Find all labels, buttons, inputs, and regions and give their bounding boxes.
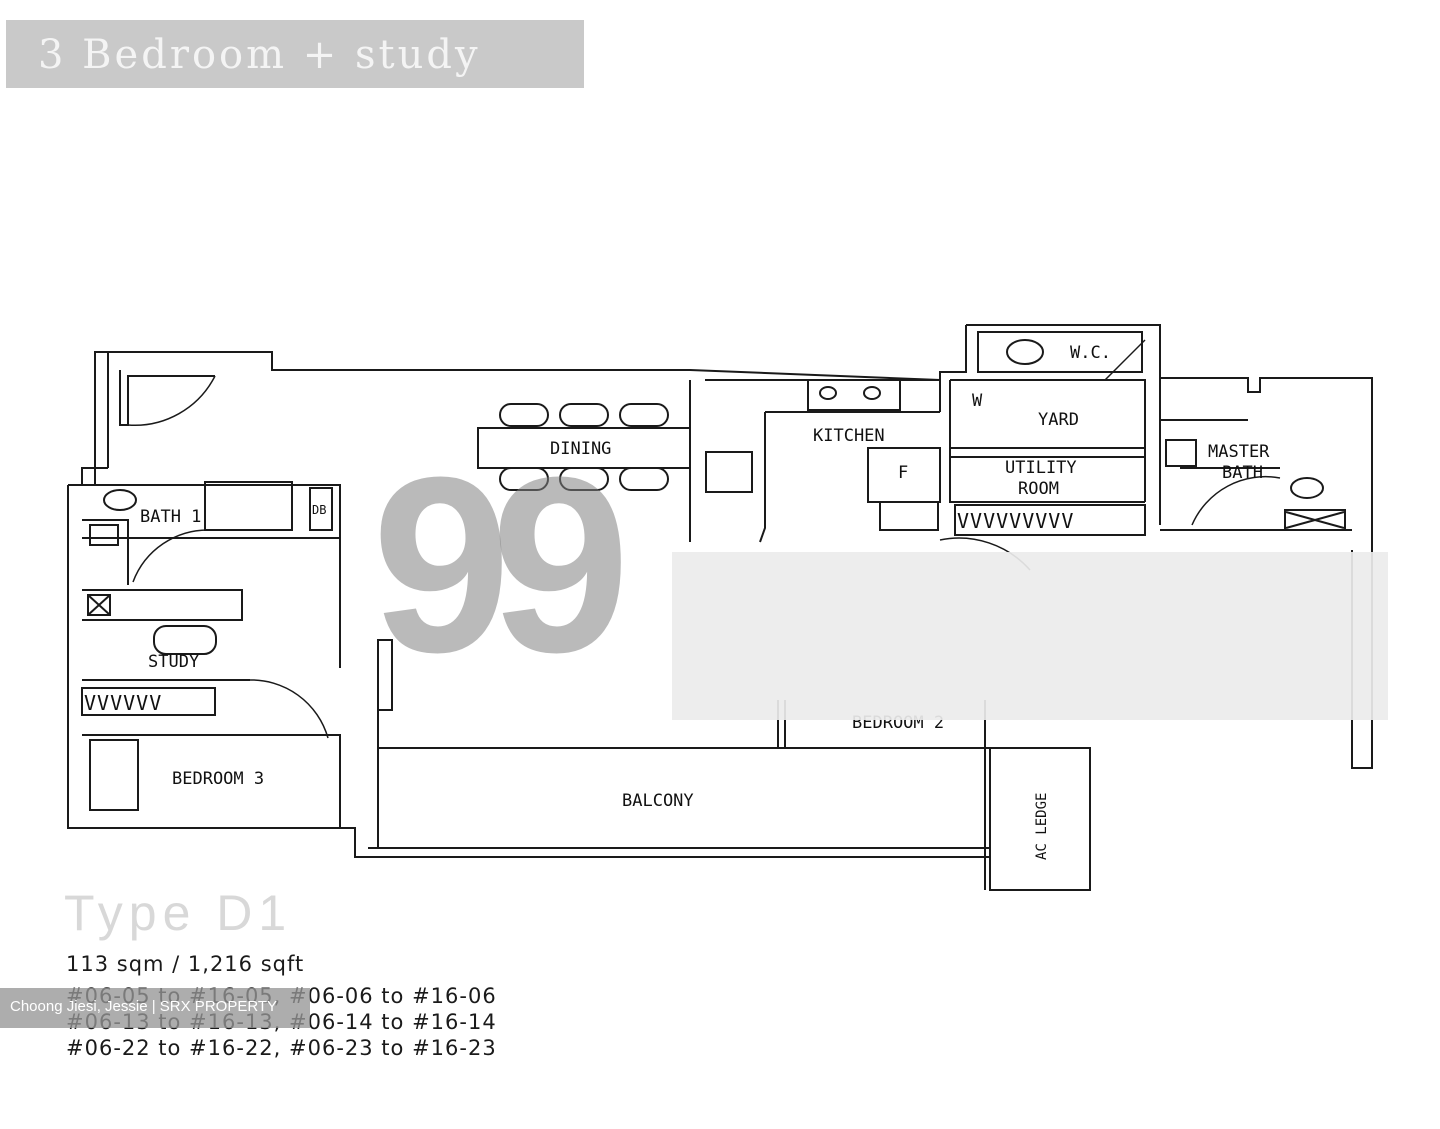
label-yard: YARD [1038, 410, 1079, 430]
agent-tag [0, 988, 310, 1028]
label-w: W [972, 391, 983, 411]
agent-label: Choong Jiesi, Jessie | SRX PROPERTY [10, 998, 278, 1015]
watermark-logo: 99 [372, 425, 630, 704]
title-banner [6, 20, 584, 88]
plan-title: 3 Bedroom + study [38, 32, 481, 78]
label-kitchen: KITCHEN [813, 426, 885, 446]
label-bedroom3: BEDROOM 3 [172, 769, 264, 789]
watermark-blur-band [672, 552, 1388, 720]
plan-walls [67, 324, 1373, 891]
label-wc: W.C. [1070, 343, 1111, 363]
label-study: STUDY [148, 652, 199, 672]
label-ac-ledge: AC LEDGE [1034, 793, 1050, 860]
label-balcony: BALCONY [622, 791, 694, 811]
label-f: F [898, 463, 908, 483]
label-dining: DINING [550, 439, 611, 459]
label-bath1: BATH 1 [140, 507, 201, 527]
wardrobe-bedroom3: VVVVVV [84, 691, 162, 715]
unit-numbers-line-3: #06-22 to #16-22, #06-23 to #16-23 [66, 1036, 497, 1060]
wardrobe-utility: VVVVVVVVV [957, 509, 1074, 533]
unit-area: 113 sqm / 1,216 sqft [66, 952, 305, 976]
label-db: DB [312, 503, 326, 517]
label-utility-1: UTILITY [1005, 458, 1077, 478]
room-labels: DINING KITCHEN W.C. YARD W F UTILITY ROO… [84, 343, 1270, 860]
unit-type: Type D1 [64, 885, 293, 941]
label-utility-2: ROOM [1018, 479, 1059, 499]
label-master-bath-2: BATH [1222, 463, 1263, 483]
label-master-bath-1: MASTER [1208, 442, 1270, 462]
